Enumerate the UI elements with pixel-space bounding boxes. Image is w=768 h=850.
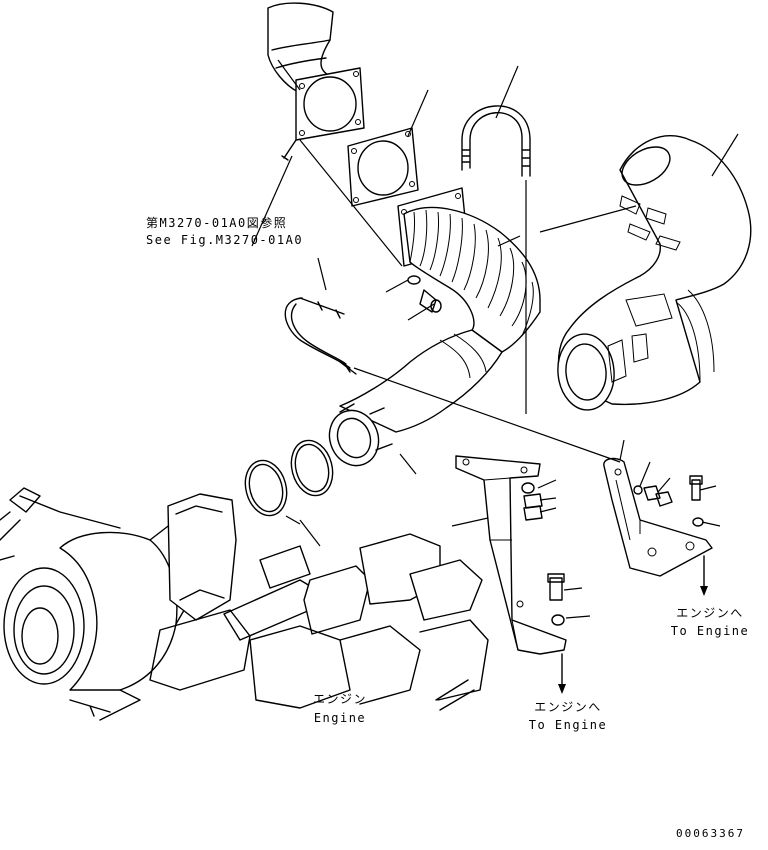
to-engine-label-1-en: To Engine [528, 718, 608, 732]
bracket-center [455, 455, 567, 655]
bolt-nut-set-right [633, 475, 704, 527]
to-engine-label-1-jp: エンジンへ [534, 700, 602, 714]
bolt-nut-set-upper [407, 275, 442, 313]
reference-label-en: See Fig.M3270-01A0 [146, 233, 304, 247]
to-engine-label-2-jp: エンジンへ [676, 606, 744, 620]
arrow-to-engine-right [700, 555, 708, 596]
bolt-nut-set-center [521, 482, 565, 626]
to-engine-label-2-en: To Engine [670, 624, 750, 638]
engine-label-jp: エンジン [312, 692, 367, 706]
straight-pipe [339, 329, 503, 433]
pipe-flange [295, 67, 365, 141]
reference-label-jp: 第M3270-01A0図参照 [146, 216, 288, 230]
engine-block [0, 493, 489, 721]
leader-lines [251, 59, 739, 619]
upper-pipe [267, 2, 334, 93]
gasket [347, 127, 419, 207]
bracket-right [603, 457, 713, 577]
turbocharger [3, 487, 197, 691]
strap-clamp [284, 297, 357, 375]
arrow-to-engine-center [558, 653, 566, 694]
engine-label-en: Engine [313, 711, 367, 725]
drawing-number: 00063367 [676, 827, 745, 840]
bellows-hose [397, 187, 541, 353]
flange-bolt [281, 139, 297, 161]
hose-end-fitting [328, 403, 393, 467]
elbow-duct [557, 135, 752, 411]
o-ring-pair [244, 439, 334, 517]
u-bolt [461, 105, 531, 177]
